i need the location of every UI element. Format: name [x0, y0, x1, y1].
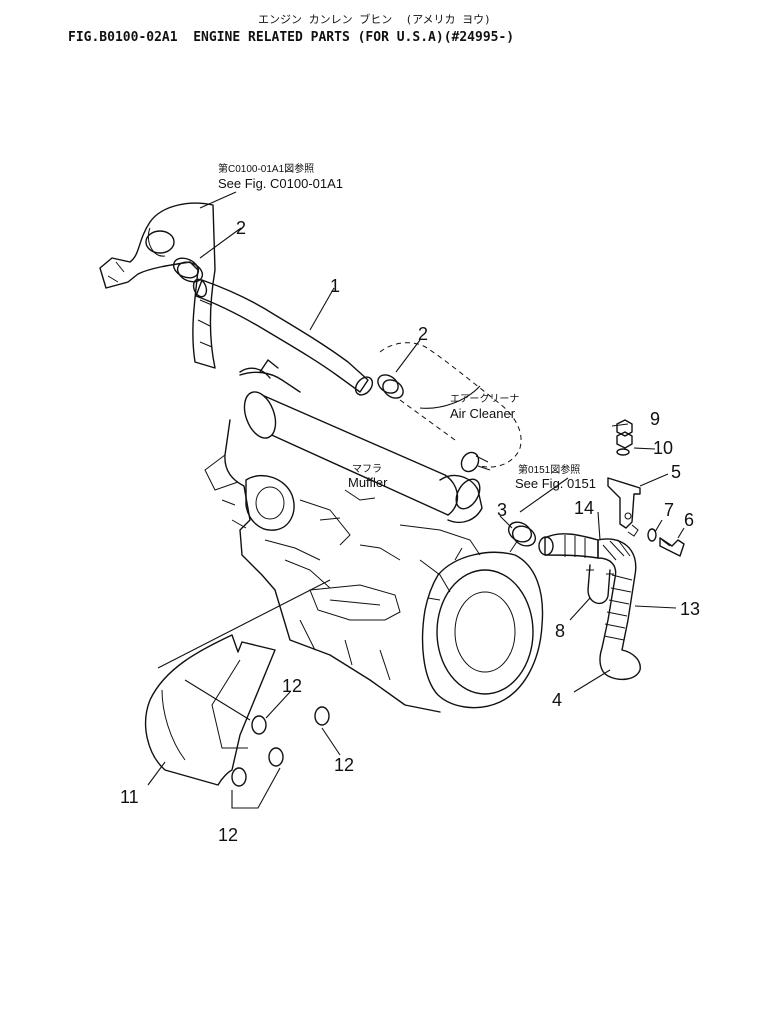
callout-2-lower: 2	[418, 324, 428, 344]
seal-12-d	[268, 747, 284, 767]
seal-12-a	[251, 715, 267, 735]
note-fig-c0100-en: See Fig. C0100-01A1	[218, 176, 343, 191]
muffler	[243, 391, 483, 524]
callout-13: 13	[680, 599, 700, 619]
note-air-cleaner-jp: エアークリーナ	[450, 393, 519, 405]
figure-code: FIG.B0100-02A1	[68, 30, 178, 45]
washer-10	[616, 448, 630, 456]
note-fig-0151-en: See Fig. 0151	[515, 476, 596, 491]
callout-14: 14	[574, 498, 594, 518]
seal-12-c	[231, 767, 247, 787]
u-bolt-8	[586, 564, 614, 605]
callout-9: 9	[650, 409, 660, 429]
intake-pipe	[192, 278, 374, 396]
hose-clamp-lower	[377, 374, 404, 399]
callout-8: 8	[555, 621, 565, 641]
callout-12-b: 12	[334, 755, 354, 775]
header-title-line: FIG.B0100-02A1 ENGINE RELATED PARTS (FOR…	[68, 30, 514, 45]
callout-7: 7	[664, 500, 674, 520]
callout-6: 6	[684, 510, 694, 530]
callout-4: 4	[552, 690, 562, 710]
hose-14	[538, 533, 599, 559]
callout-3: 3	[497, 500, 507, 520]
washer-7	[647, 528, 657, 542]
seal-12-b	[314, 706, 330, 726]
engine-block	[204, 359, 481, 713]
callout-1: 1	[330, 276, 340, 296]
callout-12-a: 12	[282, 676, 302, 696]
callout-10: 10	[653, 438, 673, 458]
note-air-cleaner-en: Air Cleaner	[450, 406, 516, 421]
note-muffler-jp: マフラ	[352, 463, 382, 475]
bolt-6	[659, 537, 685, 557]
intake-duct-reference	[99, 202, 216, 369]
air-cleaner-outline	[379, 342, 522, 473]
corrugated-hose-13	[597, 538, 641, 681]
cover-11	[144, 579, 331, 786]
flywheel-housing	[421, 539, 544, 709]
callout-2-upper: 2	[236, 218, 246, 238]
leader-lines	[147, 191, 685, 809]
header-japanese-title: エンジン カンレン ブヒン (アメリカ ヨウ)	[258, 13, 491, 26]
nut-9	[616, 419, 633, 449]
bracket-5	[607, 477, 641, 537]
note-fig-0151-jp: 第0151図参照	[518, 463, 580, 476]
callout-5: 5	[671, 462, 681, 482]
hose-clamp-3	[507, 521, 537, 547]
callout-11: 11	[120, 787, 139, 807]
note-muffler-en: Muffler	[348, 475, 388, 490]
figure-title: ENGINE RELATED PARTS (FOR U.S.A)(#24995-…	[193, 30, 515, 45]
callout-12-c: 12	[218, 825, 238, 845]
hose-clamp-upper	[172, 257, 204, 283]
note-fig-c0100-jp: 第C0100-01A1図参照	[218, 162, 314, 175]
